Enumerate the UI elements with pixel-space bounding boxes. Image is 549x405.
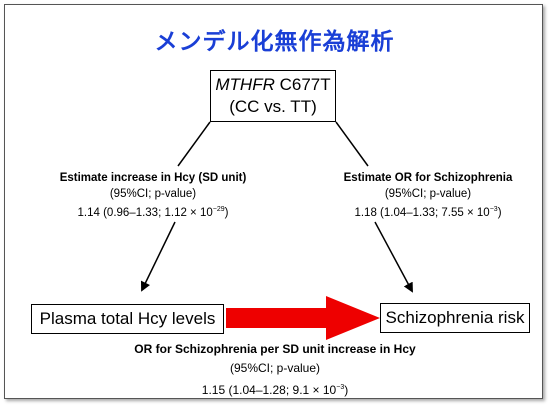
bottom-estimate-ci-label: (95%CI; p-value) (229, 361, 321, 375)
causal-red-arrow (226, 296, 380, 340)
left-estimate: Estimate increase in Hcy (SD unit) (95%C… (38, 170, 268, 221)
gene-comparison: (CC vs. TT) (229, 97, 317, 116)
left-estimate-heading: Estimate increase in Hcy (SD unit) (59, 172, 247, 184)
gene-to-right-estimate-line (335, 121, 369, 167)
right-estimate-to-outcome-arrow (374, 221, 413, 293)
gene-variant: C677T (279, 75, 331, 94)
bottom-estimate: OR for Schizophrenia per SD unit increas… (100, 340, 450, 400)
right-estimate-value: 1.18 (1.04–1.33; 7.55 × 10−3) (354, 206, 502, 219)
left-estimate-to-exposure-arrow (140, 221, 176, 292)
bottom-estimate-heading: OR for Schizophrenia per SD unit increas… (134, 342, 416, 356)
left-estimate-ci-label: (95%CI; p-value) (109, 188, 197, 200)
slide-frame (4, 4, 543, 399)
gene-variant-box: MTHFR C677T (CC vs. TT) (210, 70, 336, 122)
bottom-estimate-value: 1.15 (1.04–1.28; 9.1 × 10−3) (201, 383, 349, 397)
left-estimate-value: 1.14 (0.96–1.33; 1.12 × 10−29) (77, 206, 229, 219)
right-estimate: Estimate OR for Schizophrenia (95%CI; p-… (315, 170, 541, 221)
right-estimate-ci-label: (95%CI; p-value) (384, 188, 472, 200)
gene-name: MTHFR (215, 75, 275, 94)
gene-to-left-estimate-line (177, 121, 211, 167)
exposure-box: Plasma total Hcy levels (31, 304, 224, 334)
right-estimate-heading: Estimate OR for Schizophrenia (343, 172, 513, 184)
slide-title: メンデル化無作為解析 (154, 29, 395, 55)
outcome-box: Schizophrenia risk (380, 303, 530, 333)
